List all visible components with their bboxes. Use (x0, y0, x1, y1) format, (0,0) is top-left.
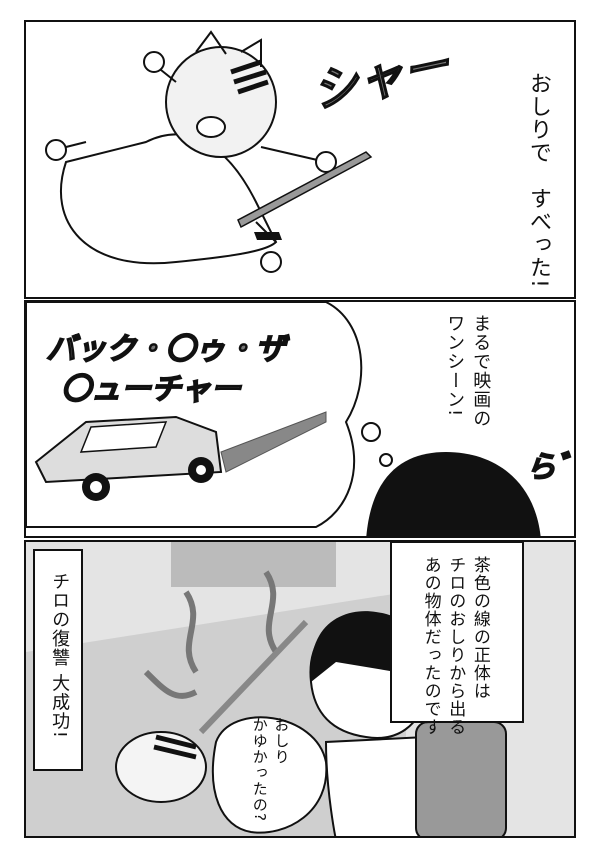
side-caption: チロの復讐 大成功! (49, 572, 71, 739)
narration-box-text: 茶色の線の正体は チロのおしりから出る あの物体だったのです (420, 556, 490, 736)
thought-bubble-and-car (26, 302, 541, 536)
cat-sliding-illustration (45, 30, 373, 273)
speech-bubble-text: おしり かゆかったの? (250, 717, 291, 822)
thought-line-1: バック・〇ゥ・ザ (45, 331, 286, 368)
room-scene-illustration (26, 542, 574, 836)
sound-effect: ら゛ (525, 449, 574, 486)
narration-text: まるで映画の ワンシーン! (444, 314, 492, 428)
cat-chiro (115, 731, 207, 803)
delorean-car (34, 411, 327, 501)
narration-text: おしりで すべった! (526, 72, 551, 289)
panel-2: バック・〇ゥ・ザ 〇ューチャー まるで映画の ワンシーン! ら゛ (24, 300, 576, 538)
panel-1: シャー おしりで すべった! (24, 20, 576, 299)
panel-3: 茶色の線の正体は チロのおしりから出る あの物体だったのです チロの復讐 大成功… (24, 540, 576, 838)
thought-line-2: 〇ューチャー (60, 371, 241, 408)
